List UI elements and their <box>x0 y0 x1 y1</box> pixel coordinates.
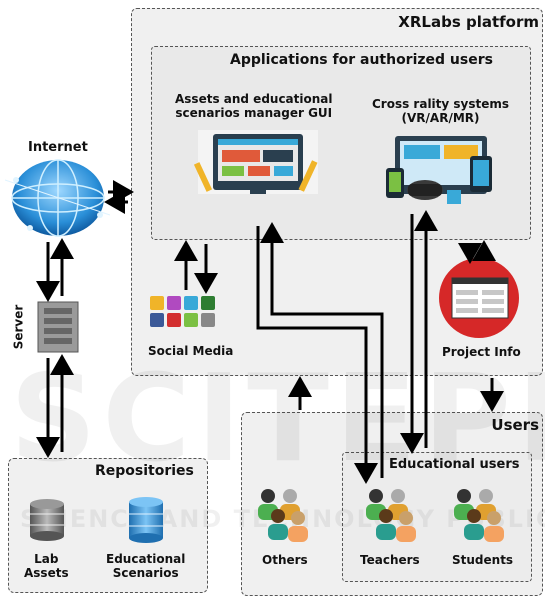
lab-assets-database-icon <box>30 499 64 541</box>
monitor-gui-icon <box>193 130 318 194</box>
internet-label: Internet <box>28 140 88 155</box>
project-info-icon <box>439 258 519 338</box>
users-title: Users <box>491 416 539 434</box>
platform-title: XRLabs platform <box>398 13 539 31</box>
educational-scenarios-label: Educational Scenarios <box>106 552 186 580</box>
repositories-title: Repositories <box>95 463 194 479</box>
social-media-icon <box>150 296 215 327</box>
students-people-icon <box>454 489 504 542</box>
applications-title: Applications for authorized users <box>230 52 493 68</box>
teachers-people-icon <box>366 489 416 542</box>
server-icon <box>37 301 79 353</box>
social-media-label: Social Media <box>148 344 234 358</box>
connection-arrows <box>36 180 504 484</box>
server-label: Server <box>11 304 26 350</box>
students-label: Students <box>452 553 514 567</box>
others-label: Others <box>262 553 308 567</box>
project-info-label: Project Info <box>442 345 521 359</box>
lab-assets-label: Lab Assets <box>24 552 69 580</box>
globe-icon <box>4 159 111 237</box>
xr-devices-icon <box>386 136 492 204</box>
others-people-icon <box>258 489 308 542</box>
assets-gui-label: Assets and educational scenarios manager… <box>175 92 333 120</box>
educational-users-title: Educational users <box>389 457 520 472</box>
educational-scenarios-database-icon <box>129 497 163 543</box>
xr-systems-label: Cross rality systems (VR/AR/MR) <box>372 97 510 125</box>
teachers-label: Teachers <box>360 553 420 567</box>
